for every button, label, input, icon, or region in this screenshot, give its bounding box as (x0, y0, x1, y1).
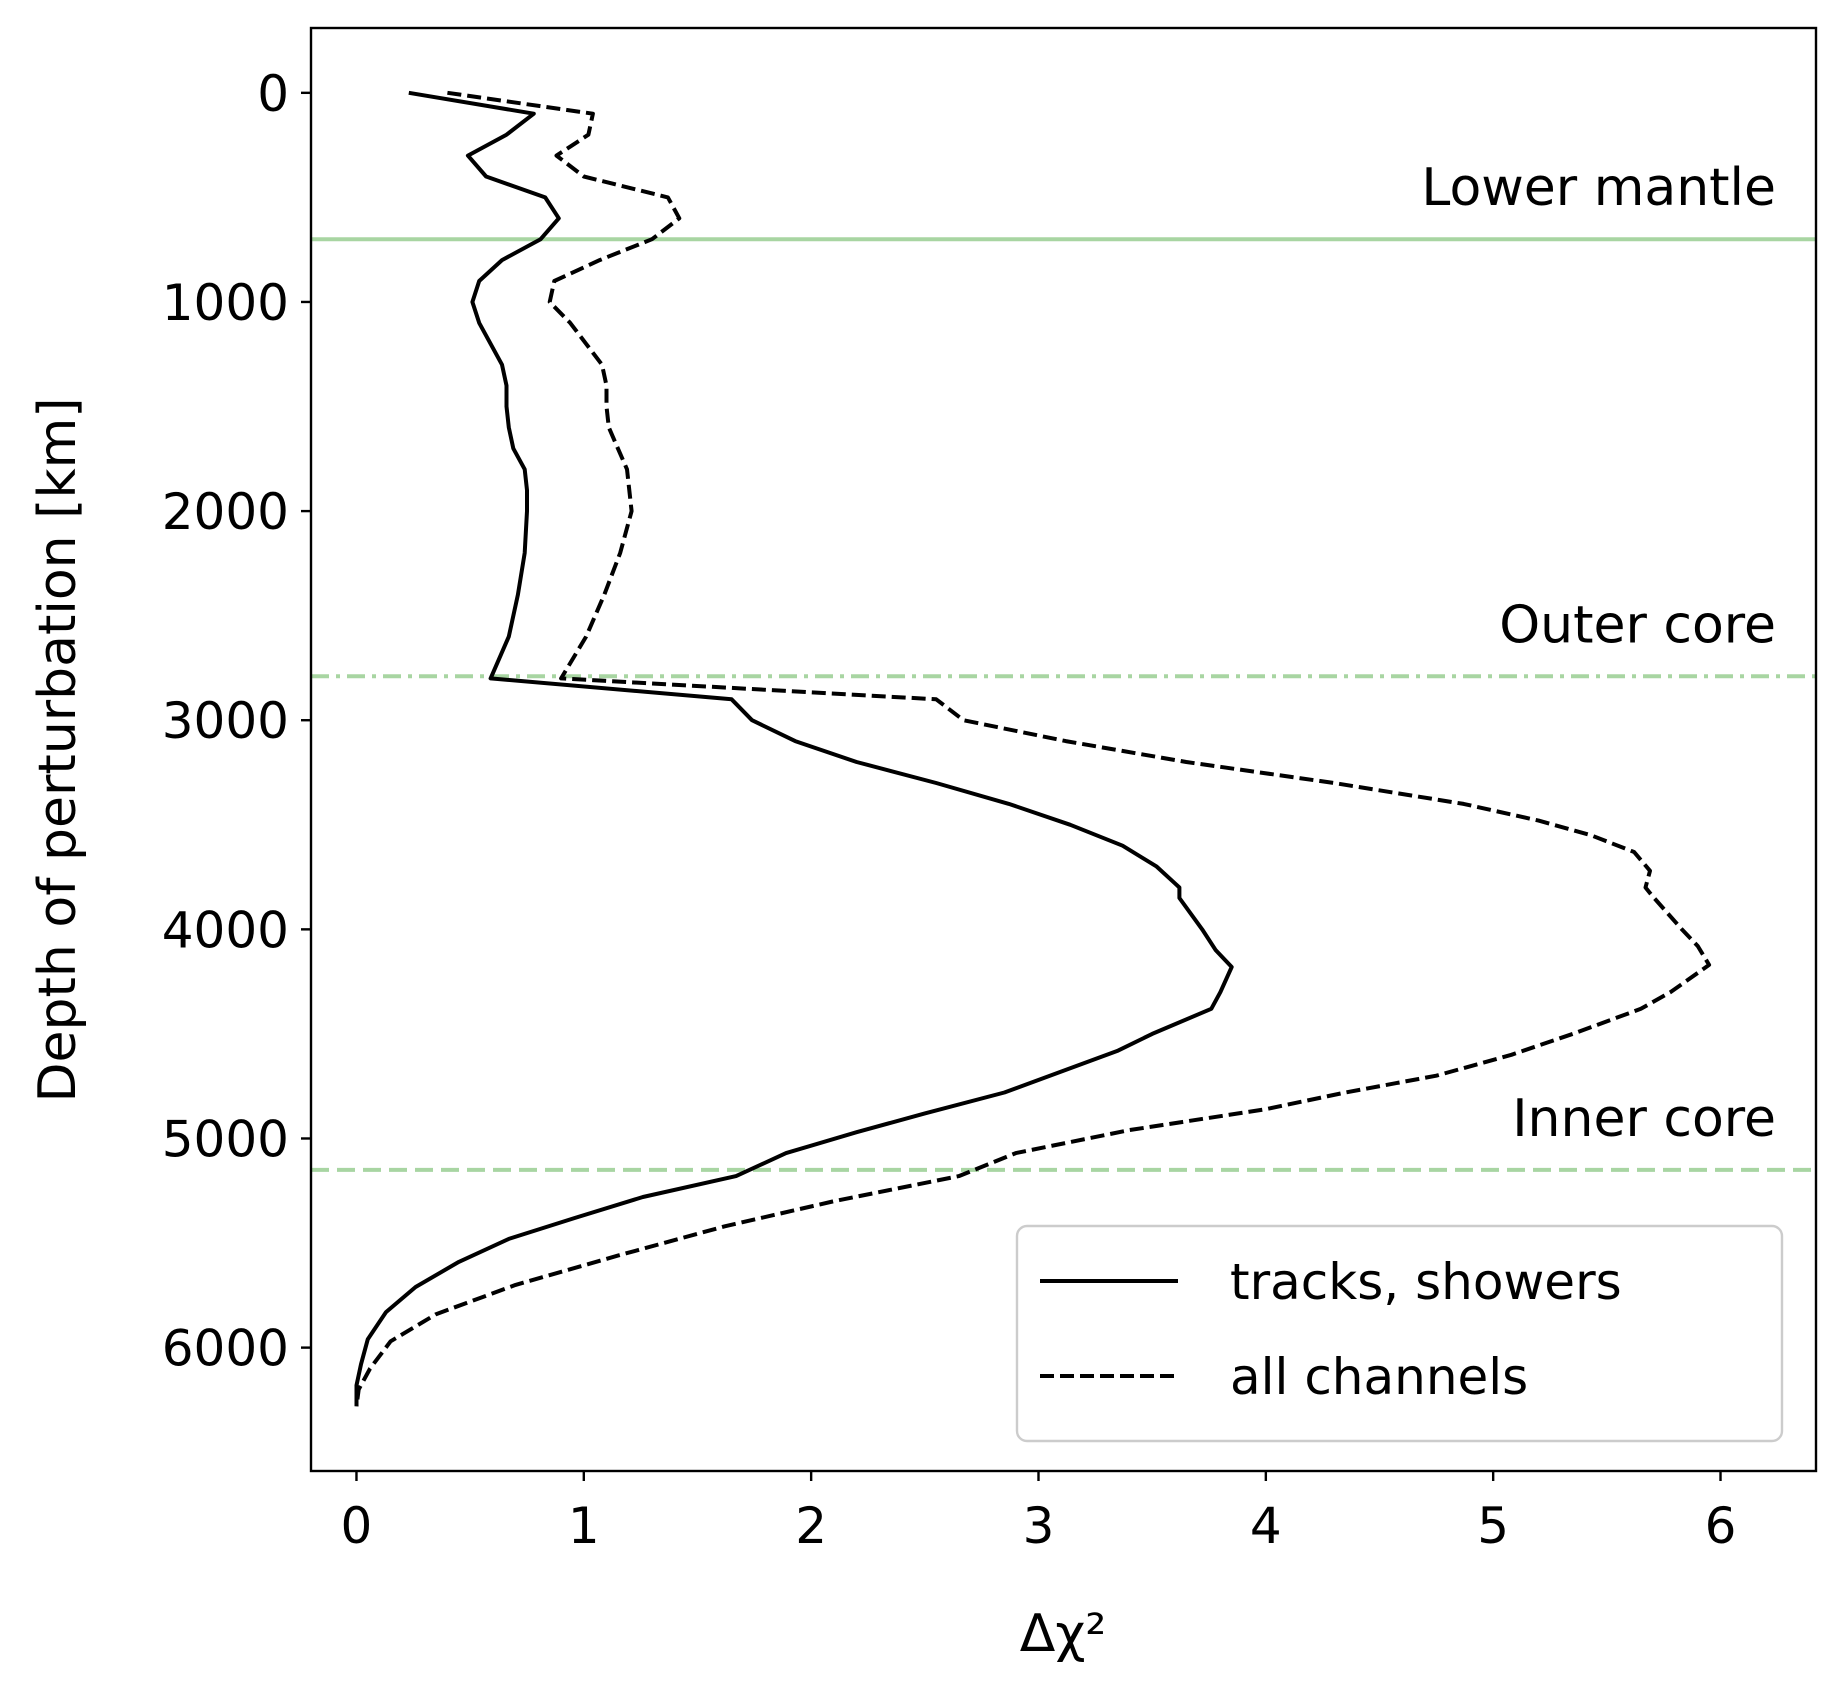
legend-label-all-channels: all channels (1230, 1348, 1528, 1406)
x-tick-label: 6 (1705, 1497, 1737, 1555)
y-tick-label: 5000 (162, 1110, 289, 1168)
legend-box (1015, 1224, 1784, 1443)
y-tick-label: 4000 (162, 901, 289, 959)
series-line-all-channels (354, 90, 1712, 1407)
plot-frame (309, 26, 1818, 1473)
series-line-tracks-showers (354, 90, 1234, 1407)
reference-lines (311, 237, 1816, 1172)
y-tick-label: 2000 (162, 483, 289, 541)
x-axis-ticks: 0 1 2 3 4 5 6 (341, 1471, 1737, 1555)
x-tick-label: 2 (795, 1497, 827, 1555)
legend: tracks, showers all channels (1015, 1224, 1784, 1443)
x-tick-label: 3 (1023, 1497, 1055, 1555)
x-tick-label: 0 (341, 1497, 373, 1555)
x-axis-label: Δχ² (1020, 1604, 1106, 1664)
region-label-lower-mantle: Lower mantle (1421, 158, 1776, 218)
y-axis-ticks: 0 1000 2000 3000 4000 5000 6000 (162, 65, 311, 1378)
region-label-inner-core: Inner core (1512, 1089, 1776, 1149)
region-label-outer-core: Outer core (1499, 595, 1776, 655)
x-tick-label: 1 (568, 1497, 600, 1555)
legend-label-tracks-showers: tracks, showers (1230, 1253, 1622, 1311)
x-tick-label: 4 (1250, 1497, 1282, 1555)
y-tick-label: 0 (257, 65, 289, 123)
y-axis-label: Depth of perturbation [km] (28, 397, 88, 1102)
y-tick-label: 6000 (162, 1320, 289, 1378)
y-tick-label: 3000 (162, 692, 289, 750)
x-tick-label: 5 (1477, 1497, 1509, 1555)
series-layer (354, 90, 1712, 1407)
y-tick-label: 1000 (162, 274, 289, 332)
